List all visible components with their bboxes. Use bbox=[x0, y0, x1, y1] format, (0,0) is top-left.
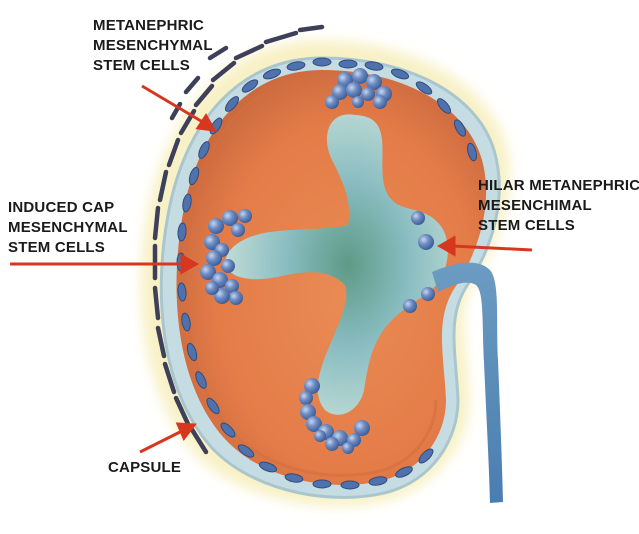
label-line: STEM CELLS bbox=[8, 238, 128, 258]
label-capsule: CAPSULE bbox=[108, 458, 181, 478]
label-line: HILAR METANEPHRIC bbox=[478, 176, 639, 196]
arrow-capsule bbox=[140, 430, 184, 452]
label-line: METANEPHRIC bbox=[93, 16, 213, 36]
label-line: STEM CELLS bbox=[93, 56, 213, 76]
label-hilar-stem-cells: HILAR METANEPHRIC MESENCHIMAL STEM CELLS bbox=[478, 176, 639, 236]
label-metanephric-stem-cells: METANEPHRIC MESENCHYMAL STEM CELLS bbox=[93, 16, 213, 76]
label-line: CAPSULE bbox=[108, 458, 181, 478]
label-induced-cap-stem-cells: INDUCED CAP MESENCHYMAL STEM CELLS bbox=[8, 198, 128, 258]
label-line: STEM CELLS bbox=[478, 216, 639, 236]
label-line: MESENCHIMAL bbox=[478, 196, 639, 216]
label-line: MESENCHYMAL bbox=[8, 218, 128, 238]
label-line: MESENCHYMAL bbox=[93, 36, 213, 56]
label-line: INDUCED CAP bbox=[8, 198, 128, 218]
